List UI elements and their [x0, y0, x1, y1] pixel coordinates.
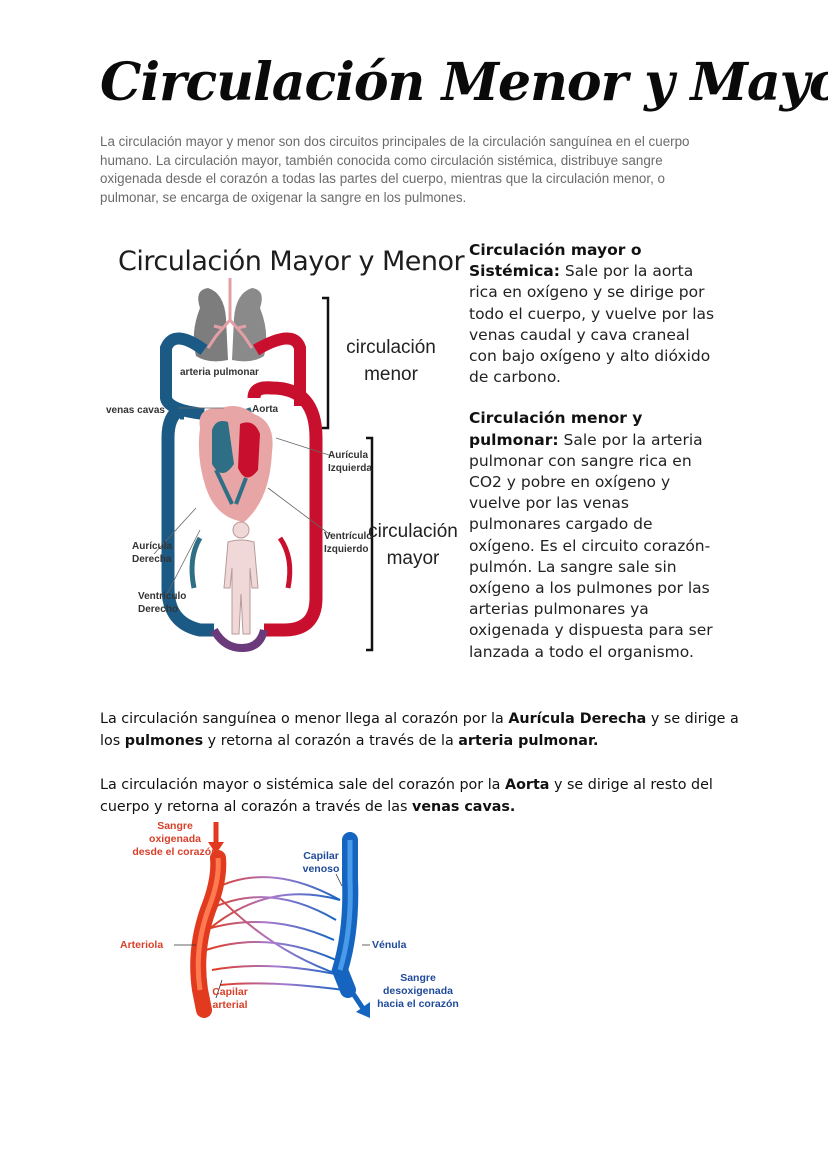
circulacion-menor-description: Circulación menor y pulmonar: Sale por l…: [469, 409, 713, 661]
label-circulacion-menor: circulación menor: [346, 337, 436, 385]
label-auricula-derecha: Aurícula Derecha: [132, 541, 173, 565]
arrow-down-icon: [208, 842, 224, 854]
label-capilar-venoso: Capilar venoso: [302, 850, 340, 875]
human-figure-icon: [223, 521, 259, 635]
capillary-illustration: [174, 822, 370, 1018]
arrow-down-right-icon: [356, 1002, 370, 1018]
label-capilar-arterial: Capilar arterial: [212, 986, 248, 1011]
label-venas-cavas: venas cavas: [106, 405, 165, 416]
label-auricula-izquierda: Aurícula Izquierda: [328, 450, 372, 474]
label-aorta: Aorta: [252, 404, 279, 415]
circulation-illustration: [153, 278, 374, 653]
label-arteriola: Arteriola: [120, 939, 164, 951]
circulation-diagram: Circulación Mayor y Menor arteria pulmon…: [104, 238, 465, 686]
label-venula: Vénula: [372, 939, 407, 951]
label-ventriculo-derecho: Ventrículo Derecho: [138, 591, 187, 615]
intro-paragraph: La circulación mayor y menor son dos cir…: [100, 134, 690, 205]
diagram-title: Circulación Mayor y Menor: [118, 246, 465, 277]
label-sangre-oxigenada: Sangre oxigenada desde el corazón: [132, 820, 218, 858]
capillary-diagram: Sangre oxigenada desde el corazón Capila…: [108, 820, 468, 1020]
heart-icon: [198, 406, 273, 522]
label-sangre-desoxigenada: Sangre desoxigenada hacia el corazón: [377, 972, 459, 1010]
label-arteria-pulmonar: arteria pulmonar: [180, 367, 259, 378]
page-title: Circulación Menor y Mayor: [100, 52, 828, 113]
label-circulacion-mayor: circulación mayor: [368, 521, 458, 569]
label-ventriculo-izquierdo: Ventrículo Izquierdo: [324, 531, 373, 555]
paragraph-circulacion-mayor: La circulación mayor o sistémica sale de…: [100, 777, 713, 815]
paragraph-circulacion-menor: La circulación sanguínea o menor llega a…: [100, 711, 739, 749]
side-text: Circulación mayor o Sistémica: Sale por …: [469, 240, 719, 683]
circulacion-mayor-description: Circulación mayor o Sistémica: Sale por …: [469, 241, 715, 387]
